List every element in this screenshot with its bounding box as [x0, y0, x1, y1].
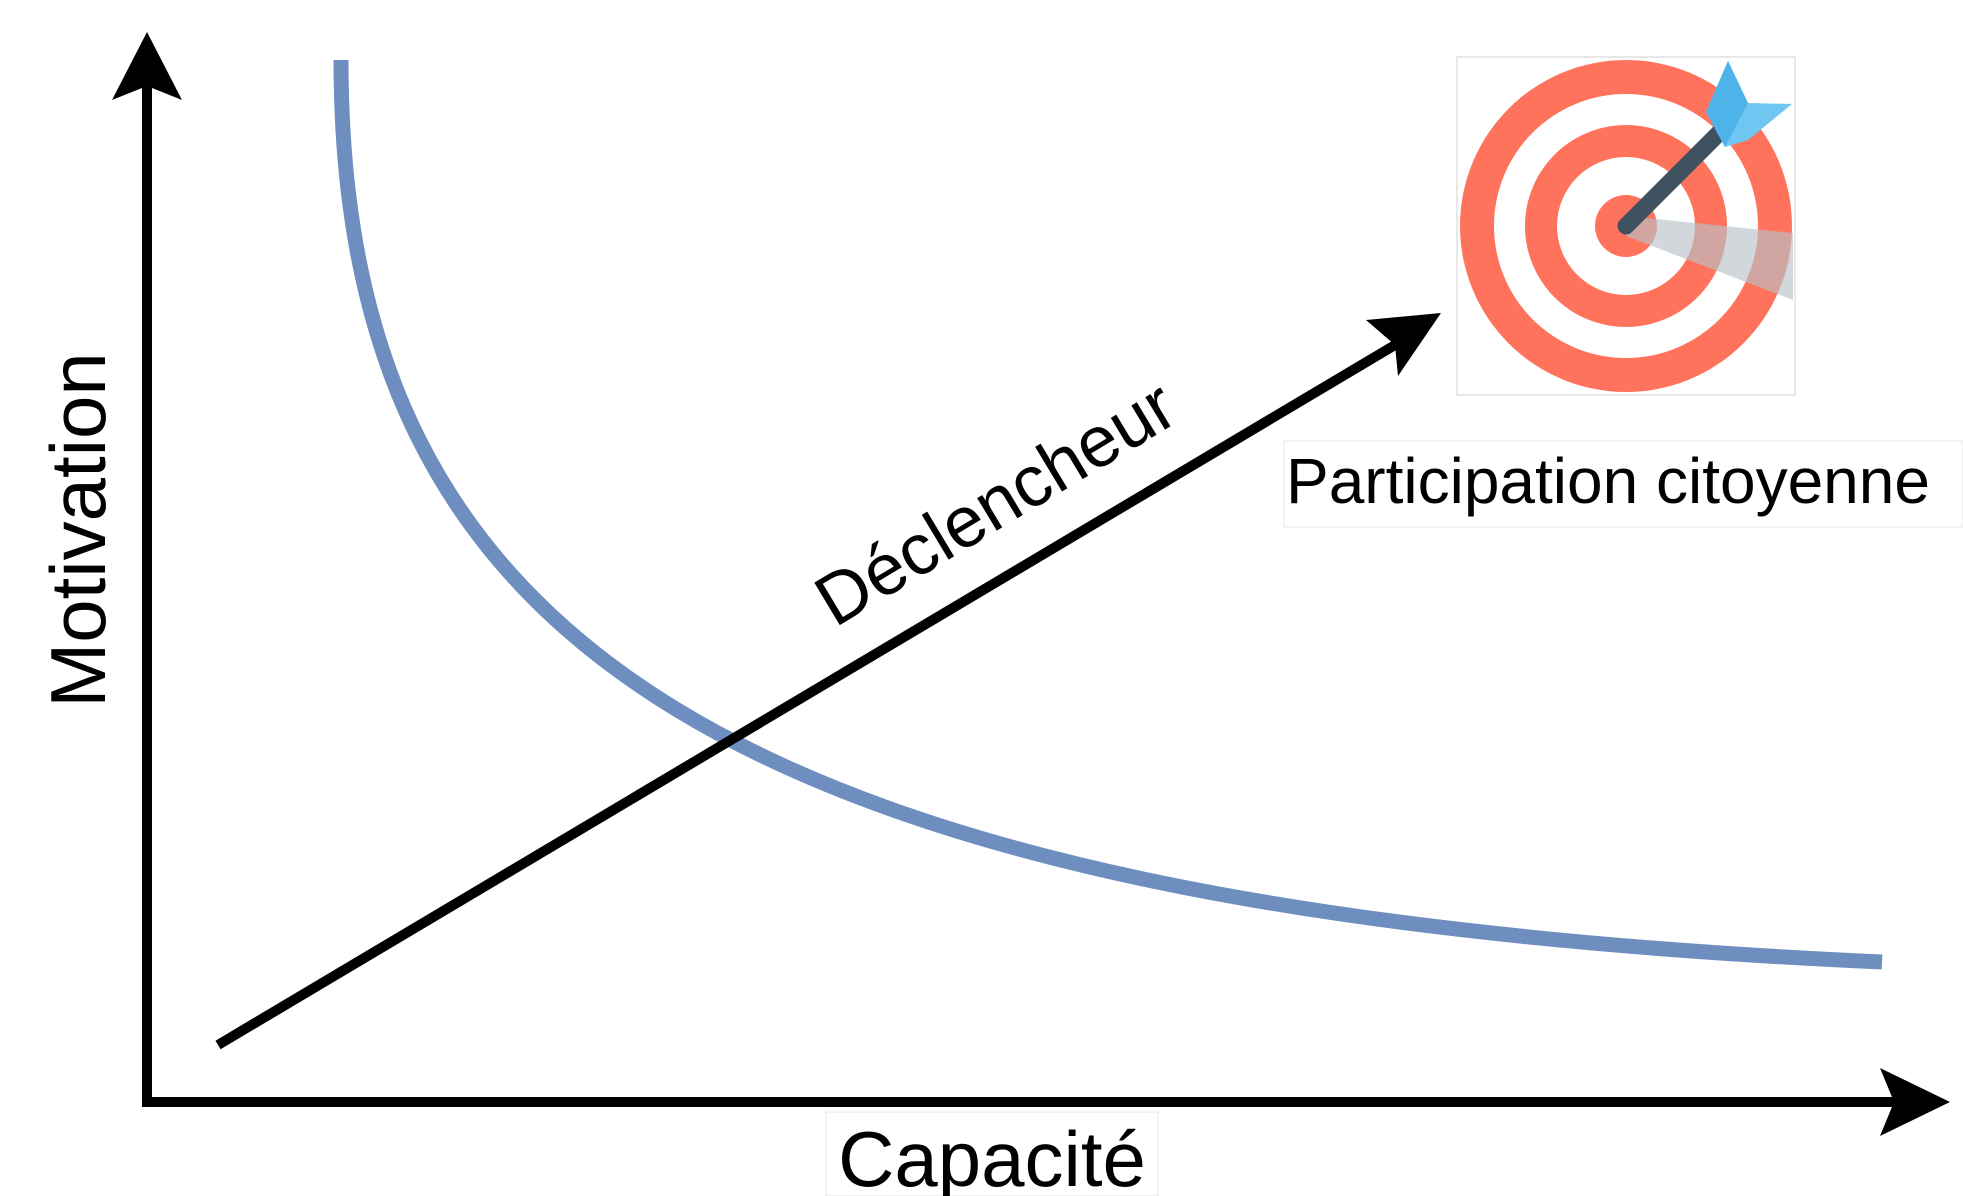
- x-axis: [142, 1068, 1950, 1136]
- dart-shaft: [1617, 119, 1733, 235]
- y-axis: [112, 32, 182, 1105]
- target-icon: [1456, 56, 1796, 396]
- y-axis-label: Motivation: [34, 352, 122, 708]
- trigger-arrowhead: [1366, 313, 1441, 376]
- x-axis-label-box: [825, 1111, 1159, 1196]
- dart-fletching-shade: [1706, 61, 1748, 147]
- motivation-curve: [333, 59, 1883, 970]
- x-axis-arrowhead: [1880, 1068, 1950, 1136]
- y-axis-arrowhead: [112, 32, 182, 100]
- dart-shadow: [1626, 216, 1793, 300]
- x-axis-label: Capacité: [838, 1115, 1146, 1196]
- goal-label-box: [1283, 440, 1963, 528]
- trigger-arrow: [215, 313, 1441, 1050]
- goal-label: Participation citoyenne: [1286, 445, 1930, 517]
- trigger-arrow-line: [215, 340, 1398, 1050]
